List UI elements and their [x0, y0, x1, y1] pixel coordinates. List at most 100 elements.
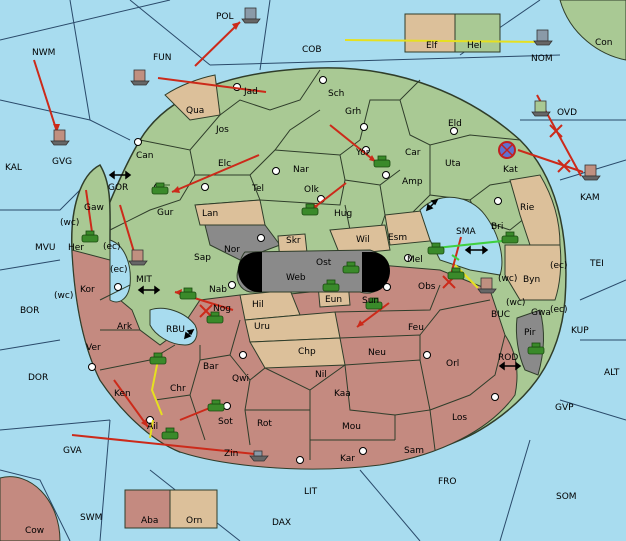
army-ost — [342, 261, 360, 274]
fleet-kam — [581, 164, 601, 181]
province-label-ec1: (ec) — [103, 242, 121, 252]
army-chr — [149, 352, 167, 365]
province-label-kam: KAM — [580, 193, 600, 203]
province-label-elf: Elf — [426, 41, 438, 51]
province-label-pol: POL — [216, 12, 234, 22]
province-label-kat: Kat — [503, 165, 518, 175]
region-web-lake-east — [362, 252, 390, 292]
army-nab — [179, 287, 197, 300]
province-label-kal: KAL — [5, 163, 22, 173]
region-wil[interactable] — [329, 224, 391, 256]
province-label-cob: COB — [302, 45, 322, 55]
province-labels: POL NWM FUN COB Elf Hel Con NOM KAL GVG … — [5, 12, 620, 536]
province-label-gwa: Gwa — [531, 308, 551, 318]
province-label-sun: Sun — [362, 296, 379, 306]
fleet-units — [50, 7, 601, 462]
province-label-ec2: (ec) — [550, 261, 568, 271]
army-hug — [301, 203, 319, 216]
province-label-jad: Jad — [243, 87, 258, 97]
province-label-sot: Sot — [218, 417, 233, 427]
province-label-sap: Sap — [194, 253, 211, 263]
province-label-gvp: GVP — [555, 403, 574, 413]
province-label-rbu: RBU — [166, 325, 185, 335]
province-label-lit: LIT — [304, 487, 318, 497]
province-label-web: Web — [286, 273, 306, 283]
province-label-alt: ALT — [604, 368, 620, 378]
province-label-esm: Esm — [388, 233, 407, 243]
province-label-qua: Qua — [186, 106, 204, 116]
province-label-dax: DAX — [272, 518, 291, 528]
fleet-buc — [477, 277, 497, 294]
failed-order-marks — [199, 124, 571, 318]
province-label-kor: Kor — [80, 285, 95, 295]
province-label-los: Los — [452, 413, 467, 423]
province-label-sma: SMA — [456, 227, 476, 237]
province-label-chp: Chp — [298, 347, 316, 357]
province-label-dor: DOR — [28, 373, 48, 383]
province-label-ver: Ver — [86, 343, 101, 353]
province-label-sch: Sch — [328, 89, 344, 99]
province-label-car: Car — [405, 148, 421, 158]
army-obs — [447, 267, 465, 280]
army-mel — [427, 242, 445, 255]
province-label-gvg: GVG — [52, 157, 72, 167]
province-label-rie: Rie — [520, 203, 535, 213]
province-label-fro: FRO — [438, 477, 457, 487]
province-label-chr: Chr — [170, 384, 186, 394]
province-label-nor: Nor — [224, 245, 240, 255]
province-label-eun: Eun — [325, 295, 342, 305]
province-label-can: Can — [136, 151, 154, 161]
province-label-nom: NOM — [531, 54, 553, 64]
province-label-nog: Nog — [213, 304, 231, 314]
province-label-wil: Wil — [356, 235, 370, 245]
army-nog — [206, 311, 224, 324]
province-label-buc: BUC — [491, 310, 510, 320]
province-label-orn: Orn — [186, 516, 202, 526]
region-uru[interactable] — [244, 311, 341, 343]
dislodged-marker — [498, 141, 516, 159]
province-label-wc1: (wc) — [60, 218, 79, 228]
province-label-ec3: (ec) — [110, 265, 128, 275]
province-label-mit: MIT — [136, 275, 152, 285]
province-label-lan: Lan — [202, 209, 218, 219]
province-label-sam: Sam — [404, 446, 424, 456]
province-label-bor: BOR — [20, 306, 39, 316]
region-web-lake — [238, 252, 262, 292]
province-label-skr: Skr — [286, 236, 301, 246]
region-hel[interactable] — [454, 13, 501, 53]
province-label-ost: Ost — [316, 258, 332, 268]
province-label-fun: FUN — [153, 53, 172, 63]
south-provinces — [99, 284, 506, 460]
province-label-mel: Mel — [407, 255, 423, 265]
coast-arrows — [108, 170, 522, 371]
province-label-uru: Uru — [254, 322, 270, 332]
fleet-pol — [241, 7, 261, 24]
army-her — [81, 230, 99, 243]
army-sun — [365, 297, 383, 310]
province-label-kar: Kar — [340, 454, 355, 464]
region-byn[interactable] — [504, 244, 562, 301]
region-pir[interactable] — [515, 309, 545, 376]
army-bri — [501, 231, 519, 244]
province-label-nar: Nar — [293, 165, 309, 175]
province-label-gor: GOR — [108, 183, 128, 193]
province-label-obs: Obs — [418, 282, 436, 292]
province-label-gaw: Gaw — [84, 203, 104, 213]
army-pir — [527, 342, 545, 355]
region-sma-water — [419, 196, 503, 276]
army-sot — [207, 399, 225, 412]
province-label-ken: Ken — [114, 389, 131, 399]
province-label-nab: Nab — [209, 285, 227, 295]
province-label-eld: Eld — [448, 119, 462, 129]
province-label-her: Her — [68, 243, 84, 253]
province-label-zin: Zin — [224, 449, 238, 459]
army-units — [81, 155, 545, 440]
province-label-swm: SWM — [80, 513, 102, 523]
fleet-zin — [249, 450, 269, 462]
province-label-kup: KUP — [571, 326, 589, 336]
region-elf[interactable] — [404, 13, 456, 53]
region-orn[interactable] — [169, 489, 218, 529]
province-label-grh: Grh — [345, 107, 361, 117]
region-qua[interactable] — [164, 74, 221, 121]
